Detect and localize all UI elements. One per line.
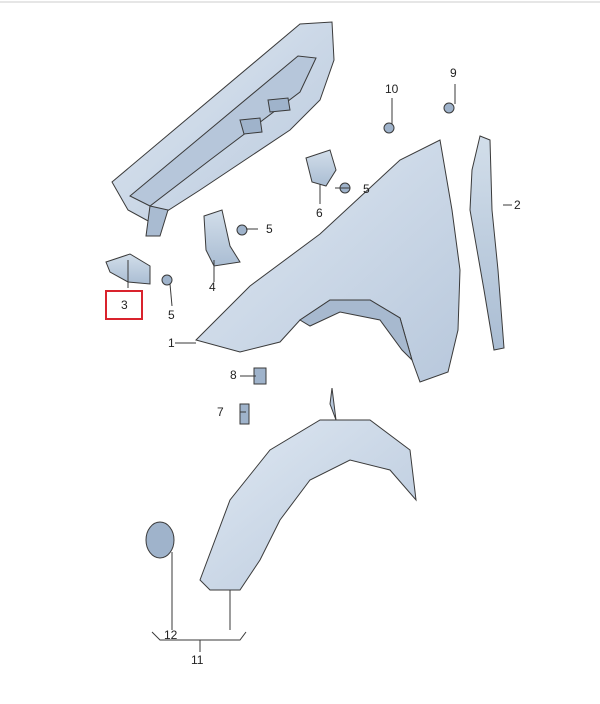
label-part-5-right: 5 <box>363 182 370 196</box>
bracket-part-4 <box>203 209 241 267</box>
label-part-8: 8 <box>230 368 237 382</box>
label-part-10: 10 <box>385 82 399 96</box>
label-part-7: 7 <box>217 405 224 419</box>
label-part-3: 3 <box>121 298 128 312</box>
strip-part-2 <box>469 135 505 351</box>
label-part-5-left: 5 <box>168 308 175 322</box>
wheel-liner-part-11 <box>145 387 417 591</box>
label-part-9: 9 <box>450 66 457 80</box>
label-part-5-mid: 5 <box>266 222 273 236</box>
label-part-11: 11 <box>191 653 204 667</box>
fender-part-1 <box>195 139 461 383</box>
bracket-part-6 <box>305 149 337 187</box>
highlight-box-part-3 <box>105 290 143 320</box>
label-part-12: 12 <box>164 628 178 642</box>
leader-lines <box>127 84 512 652</box>
label-part-6: 6 <box>316 206 323 220</box>
label-part-2: 2 <box>514 198 521 212</box>
body-rail <box>111 21 335 237</box>
fastener-parts <box>161 102 455 425</box>
label-part-1: 1 <box>168 336 175 350</box>
label-part-4: 4 <box>209 280 216 294</box>
